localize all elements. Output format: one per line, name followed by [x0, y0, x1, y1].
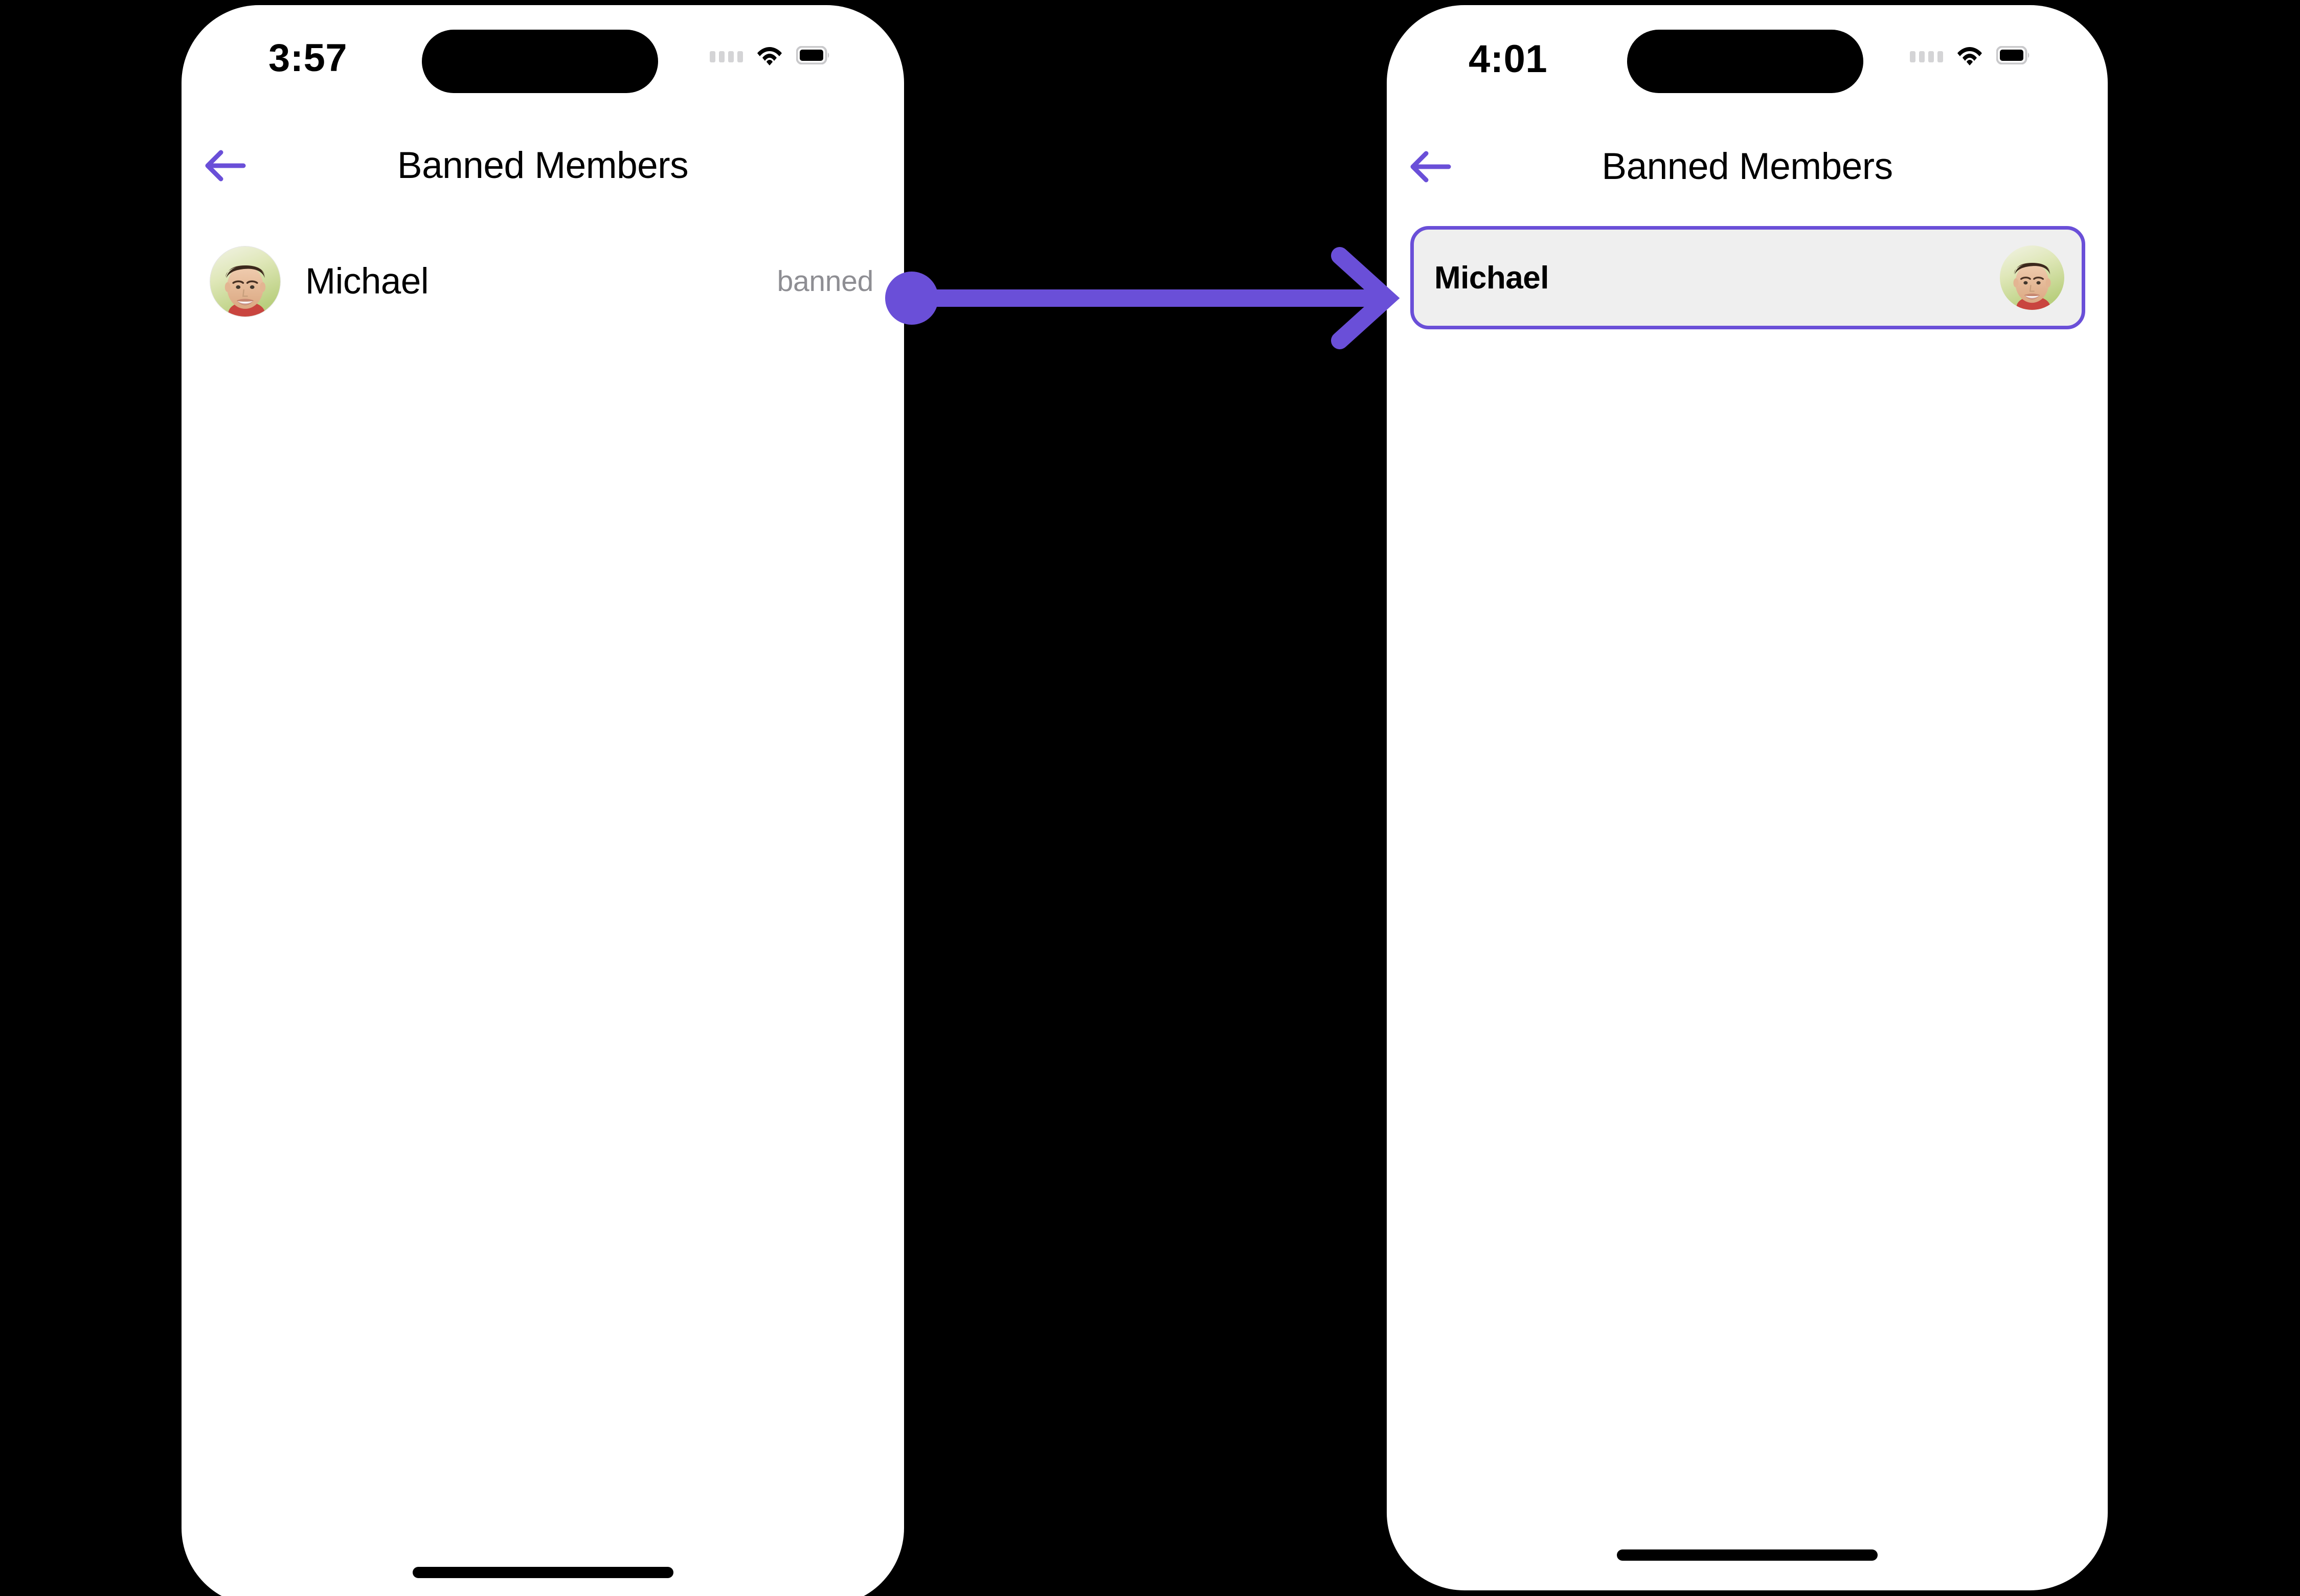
- status-badge: banned: [777, 265, 874, 298]
- page-title: Banned Members: [397, 145, 689, 186]
- battery-icon: [1996, 46, 2030, 67]
- home-indicator[interactable]: [1617, 1549, 1878, 1561]
- phone-screen-before: 3:57: [182, 5, 904, 1596]
- navigation-bar: Banned Members: [182, 133, 904, 199]
- arrow-left-icon: [201, 147, 249, 187]
- status-bar: 3:57: [182, 5, 904, 102]
- list-item-selected[interactable]: Michael: [1410, 226, 2085, 329]
- dynamic-island: [1627, 30, 1863, 93]
- status-bar: 4:01: [1387, 5, 2108, 102]
- cellular-dots-icon: [1910, 51, 1943, 62]
- member-name: Michael: [1434, 260, 1549, 296]
- battery-icon: [796, 46, 830, 67]
- cellular-dots-icon: [710, 51, 743, 62]
- member-name: Michael: [305, 261, 429, 302]
- status-bar-time: 4:01: [1469, 37, 1548, 81]
- avatar: [2000, 245, 2064, 310]
- arrow-head: [1331, 247, 1400, 349]
- avatar: [210, 245, 281, 317]
- navigation-bar: Banned Members: [1387, 134, 2108, 200]
- phone-screen-after: 4:01: [1387, 5, 2108, 1590]
- back-button[interactable]: [1402, 143, 1458, 192]
- wifi-icon: [1956, 45, 1983, 68]
- status-bar-time: 3:57: [268, 36, 348, 80]
- page-title: Banned Members: [1602, 146, 1893, 187]
- list-item[interactable]: Michael banned: [182, 245, 904, 317]
- arrow-left-icon: [1407, 148, 1454, 188]
- home-indicator[interactable]: [412, 1567, 673, 1578]
- status-bar-icons: [1910, 45, 2030, 68]
- back-button[interactable]: [197, 142, 253, 191]
- dynamic-island: [422, 30, 658, 93]
- wifi-icon: [756, 45, 783, 68]
- status-bar-icons: [710, 45, 830, 68]
